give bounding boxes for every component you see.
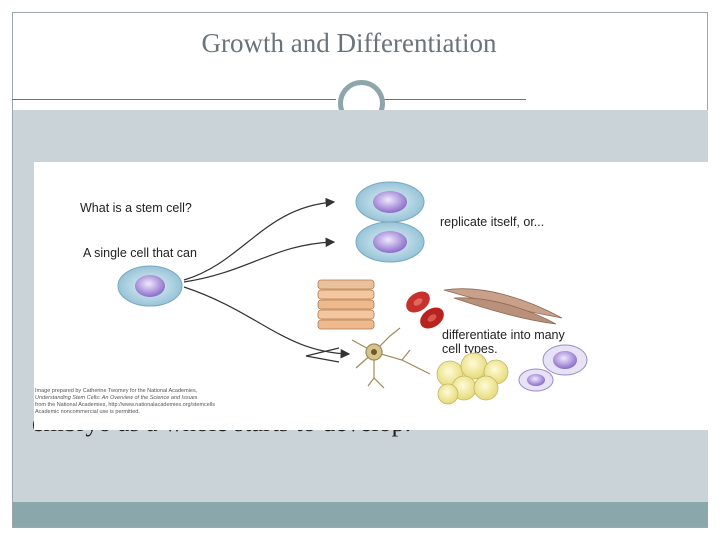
question-label: What is a stem cell? [80, 201, 192, 215]
neuron-axon [374, 352, 430, 374]
white-blood-cells [519, 345, 587, 391]
epithelial-row-3 [318, 310, 374, 319]
source-stem-cell [118, 266, 182, 306]
fat-cell-5 [474, 376, 498, 400]
replicated-cell-top-nucleus [373, 191, 407, 213]
title-divider-right [384, 99, 526, 100]
replicate-label: replicate itself, or... [440, 215, 544, 229]
title-divider-left [12, 99, 336, 100]
credit-line-2: Understanding Stem Cells: An Overview of… [35, 395, 198, 401]
fat-cell-6 [438, 384, 458, 404]
arrow-to-differentiate-lower [306, 348, 339, 362]
credit-line-3: from the National Academies, http://www.… [35, 402, 215, 408]
epithelial-row-2 [318, 300, 374, 309]
answer-intro-label: A single cell that can [83, 246, 197, 260]
neuron-branch-2 [374, 378, 384, 388]
white-blood-cell-small-nucleus [527, 374, 545, 386]
credit-line-1: Image prepared by Catherine Twomey for t… [35, 388, 198, 394]
stem-cell-diagram-svg: What is a stem cell? A single cell that … [34, 162, 710, 430]
neuron-nucleus [371, 349, 377, 355]
slide-title: Growth and Differentiation [0, 28, 698, 59]
footer-band [13, 502, 708, 527]
replicated-cell-bottom [356, 222, 424, 262]
fat-cells-cluster [437, 353, 508, 404]
neuron-branch-1 [402, 350, 410, 360]
fat-cell-2 [461, 353, 487, 379]
red-blood-cells [402, 287, 448, 333]
epithelial-cells-block [318, 280, 374, 329]
neuron-cell [352, 328, 430, 388]
epithelial-row-5 [318, 280, 374, 289]
arrow-to-replicate-top [184, 202, 334, 280]
differentiate-label-line1: differentiate into many [442, 328, 566, 342]
muscle-cells [444, 289, 562, 324]
arrow-to-replicate-bottom [184, 242, 334, 282]
epithelial-row-1 [318, 290, 374, 299]
white-blood-cell-large-nucleus [553, 351, 577, 369]
replicated-cell-top [356, 182, 424, 222]
source-cell-nucleus [135, 275, 165, 297]
epithelial-row-4 [318, 320, 374, 329]
replicated-cell-bottom-nucleus [373, 231, 407, 253]
credit-line-4: Academic noncommercial use is permitted. [35, 409, 140, 415]
stem-cell-diagram: What is a stem cell? A single cell that … [34, 162, 710, 430]
